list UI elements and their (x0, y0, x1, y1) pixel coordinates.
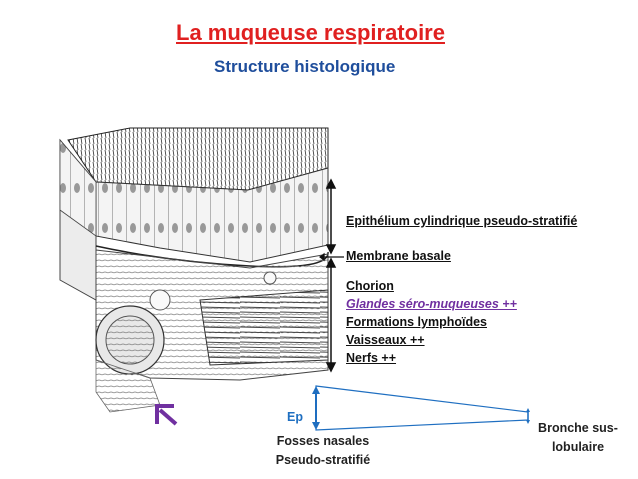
block-left-face (59, 138, 97, 301)
label-nasal-fossae: Fosses nasales (276, 434, 370, 448)
label-bronchiole-line1: Bronche sus- (538, 421, 618, 435)
purple-pointer-arrow (155, 404, 178, 426)
label-ep: Ep (287, 410, 303, 424)
page-title: La muqueuse respiratoire (176, 20, 445, 45)
label-lymphoid: Formations lymphoïdes (346, 315, 487, 329)
label-glands: Glandes séro-muqueuses ++ (346, 297, 517, 311)
chorion-layer (95, 249, 329, 381)
label-epithelium: Epithélium cylindrique pseudo-stratifié (346, 214, 578, 228)
loose-tissue (95, 359, 161, 413)
label-nerves: Nerfs ++ (346, 351, 397, 365)
label-basal-membrane: Membrane basale (346, 249, 451, 263)
label-vessels: Vaisseaux ++ (346, 333, 425, 347)
label-pseudo-stratified: Pseudo-stratifié (275, 453, 371, 467)
page-subtitle: Structure histologique (214, 57, 396, 76)
epithelium-gradient-wedge (312, 385, 530, 431)
label-chorion: Chorion (346, 279, 394, 293)
epithelium-layer (95, 167, 329, 263)
chorion-height-arrow (325, 257, 337, 373)
epithelium-height-arrow (325, 178, 337, 255)
basal-membrane-pointer (319, 252, 344, 262)
label-bronchiole-line2: lobulaire (551, 440, 605, 454)
